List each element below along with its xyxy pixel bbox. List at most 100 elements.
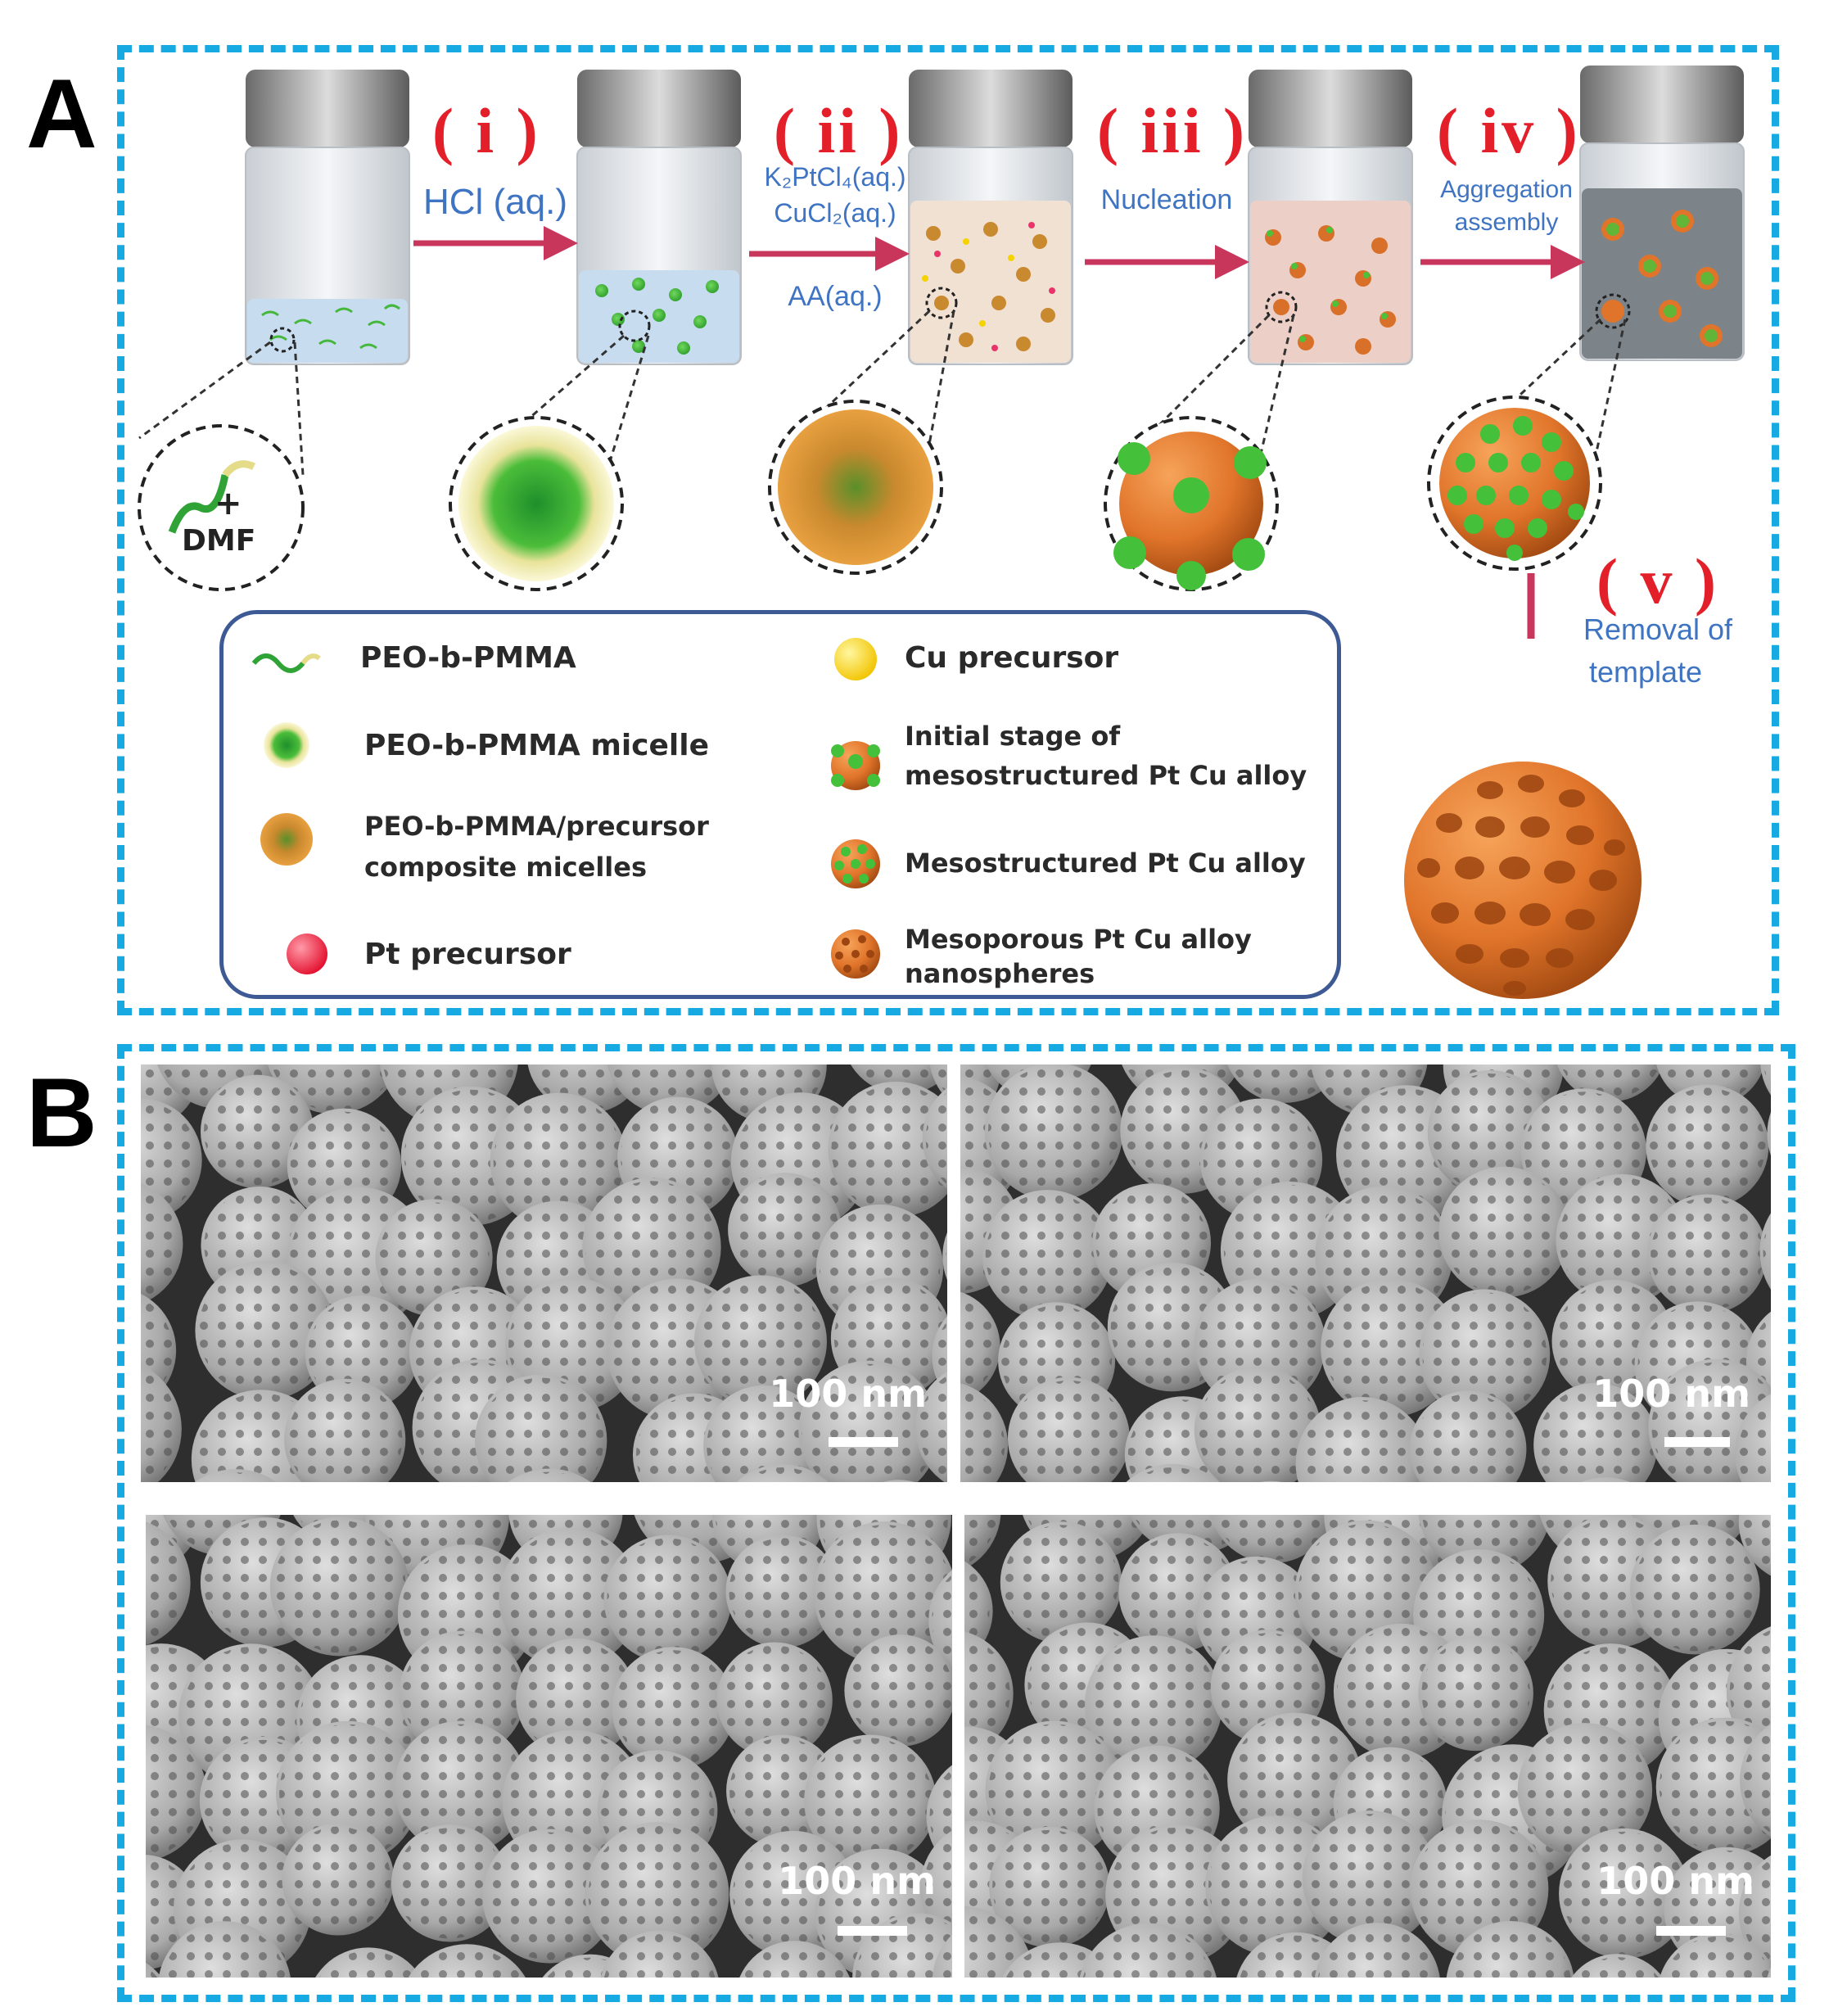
sem-particle-pores — [1231, 1715, 1359, 1845]
sem-particle-pores — [831, 1084, 947, 1214]
step-5-text-1: Removal of — [1583, 612, 1733, 646]
sem-particle-pores — [1737, 1397, 1771, 1482]
zoom-polymer — [138, 424, 305, 591]
sem-particle-pores — [1633, 1527, 1757, 1652]
sem-particle-pores — [720, 1645, 829, 1755]
sem-particle-pores — [1197, 1370, 1318, 1482]
legend-pt-precursor: Pt precursor — [364, 938, 571, 971]
sem-particle-pores — [394, 1828, 506, 1939]
sem-particle-pores — [478, 1377, 604, 1482]
sem-particle-pores — [987, 1065, 1120, 1198]
sem-particle-pores — [201, 1472, 271, 1482]
step-2-number: ( ii ) — [774, 95, 904, 166]
sem-image-4: 100 nm — [964, 1515, 1771, 1978]
legend-icons — [251, 653, 327, 974]
sem-particle-pores — [925, 1092, 947, 1185]
sem-particle-pores — [285, 1826, 391, 1932]
step-5-number: ( v ) — [1596, 545, 1719, 617]
sem-particle-pores — [1763, 1065, 1771, 1089]
sem-particle-pores — [964, 1515, 998, 1566]
panel-a-frame — [117, 45, 1779, 1015]
sem-particle-pores — [198, 1263, 332, 1397]
sem-particle-pores — [502, 1530, 637, 1666]
scale-bar-1 — [829, 1437, 898, 1447]
sem-particle — [1767, 1967, 1771, 1978]
sem-particle-pores — [1422, 1292, 1547, 1417]
sem-particle-pores — [1412, 1394, 1524, 1482]
legend-initial-2: mesostructured Pt Cu alloy — [905, 760, 1307, 791]
step-4-text-2: assembly — [1454, 209, 1559, 236]
sem-particle-pores — [146, 1728, 204, 1859]
sem-particle-pores — [1770, 1126, 1771, 1141]
vial-4 — [1248, 70, 1413, 365]
sem-particle-pores — [588, 1825, 726, 1964]
sem-particle-pores — [1421, 1639, 1530, 1748]
scale-bar-2 — [1664, 1437, 1730, 1447]
sem-image-1: 100 nm — [141, 1065, 947, 1482]
sem-particle-pores — [923, 1834, 952, 1941]
legend-composite-1: PEO-b-PMMA/precursor — [364, 811, 709, 842]
sem-particle-pores — [964, 1909, 1031, 1978]
sem-particle — [1260, 1480, 1282, 1482]
sem-particle-pores — [1592, 1480, 1619, 1482]
scale-label-1: 100 nm — [769, 1372, 927, 1416]
sem-particle-pores — [1649, 1087, 1766, 1205]
zoom-composite — [768, 400, 943, 575]
sem-particle-pores — [1213, 1515, 1332, 1560]
sem-particle — [883, 1480, 915, 1482]
sem-particle-pores — [935, 1939, 952, 1978]
legend-micelle: PEO-b-PMMA micelle — [364, 729, 710, 762]
zoom-micelle — [449, 416, 624, 591]
step-2-text-3: AA(aq.) — [788, 281, 883, 312]
sem-particle-pores — [697, 1278, 824, 1405]
step-4-text-1: Aggregation — [1440, 176, 1573, 203]
sem-particle-pores — [1298, 1400, 1426, 1482]
sem-particle-pores — [807, 1738, 933, 1865]
step-2-text-2: CuCl₂(aq.) — [774, 198, 896, 228]
vial-1 — [245, 70, 410, 365]
sem-particle-pores — [1449, 1924, 1571, 1978]
sem-particle-pores — [1305, 1814, 1435, 1943]
sem-particle-pores — [607, 1538, 729, 1660]
sem-particle-pores — [308, 1298, 416, 1407]
synthesis-scheme — [138, 66, 1745, 639]
sem-particle-pores — [816, 1525, 952, 1661]
sem-particle-pores — [141, 1187, 180, 1301]
sem-image-3: 100 nm — [146, 1515, 952, 1978]
sem-particle-pores — [847, 1638, 952, 1743]
sem-particle-pores — [287, 1381, 403, 1482]
legend-mesoporous-2: nanospheres — [905, 958, 1095, 989]
sem-particle-pores — [1442, 1169, 1567, 1295]
legend-cu-precursor: Cu precursor — [905, 641, 1119, 675]
zoom-initial — [1104, 416, 1279, 591]
sem-image-2: 100 nm — [960, 1065, 1771, 1482]
sem-particle-pores — [1520, 1726, 1650, 1855]
dmf-label: DMF — [182, 524, 256, 558]
sem-particle-pores — [141, 1367, 178, 1482]
vial-3 — [908, 70, 1073, 365]
sem-particle — [1581, 1477, 1630, 1482]
sem-particle-pores — [615, 1650, 732, 1767]
zoom-mesostructured — [1427, 396, 1602, 571]
legend-mesostructured: Mesostructured Pt Cu alloy — [905, 848, 1306, 879]
sem-particle-pores — [146, 1525, 187, 1642]
plus-sign: + — [215, 485, 242, 522]
sem-particle-pores — [729, 1538, 836, 1645]
sem-particle-pores — [741, 1467, 824, 1482]
sem-particle-pores — [988, 1724, 1121, 1856]
panel-b-frame — [117, 1044, 1795, 2002]
sem-particle-pores — [279, 1724, 417, 1862]
sem-particle-pores — [1010, 1380, 1127, 1482]
step-1-text: HCl (aq.) — [422, 182, 568, 222]
sem-particle-pores — [485, 1832, 614, 1960]
sem-particle-pores — [1088, 1639, 1219, 1770]
sem-particle-pores — [1131, 1467, 1215, 1482]
step-3-number: ( iii ) — [1097, 95, 1248, 166]
sem-particle-pores — [378, 1202, 490, 1313]
sem-particle-pores — [519, 1641, 633, 1756]
scale-label-4: 100 nm — [1596, 1859, 1754, 1903]
scale-label-2: 100 nm — [1592, 1372, 1750, 1416]
sem-particle-pores — [1082, 1926, 1213, 1978]
sem-particle-pores — [964, 1634, 1010, 1753]
panel-b-label: B — [26, 1058, 97, 1168]
